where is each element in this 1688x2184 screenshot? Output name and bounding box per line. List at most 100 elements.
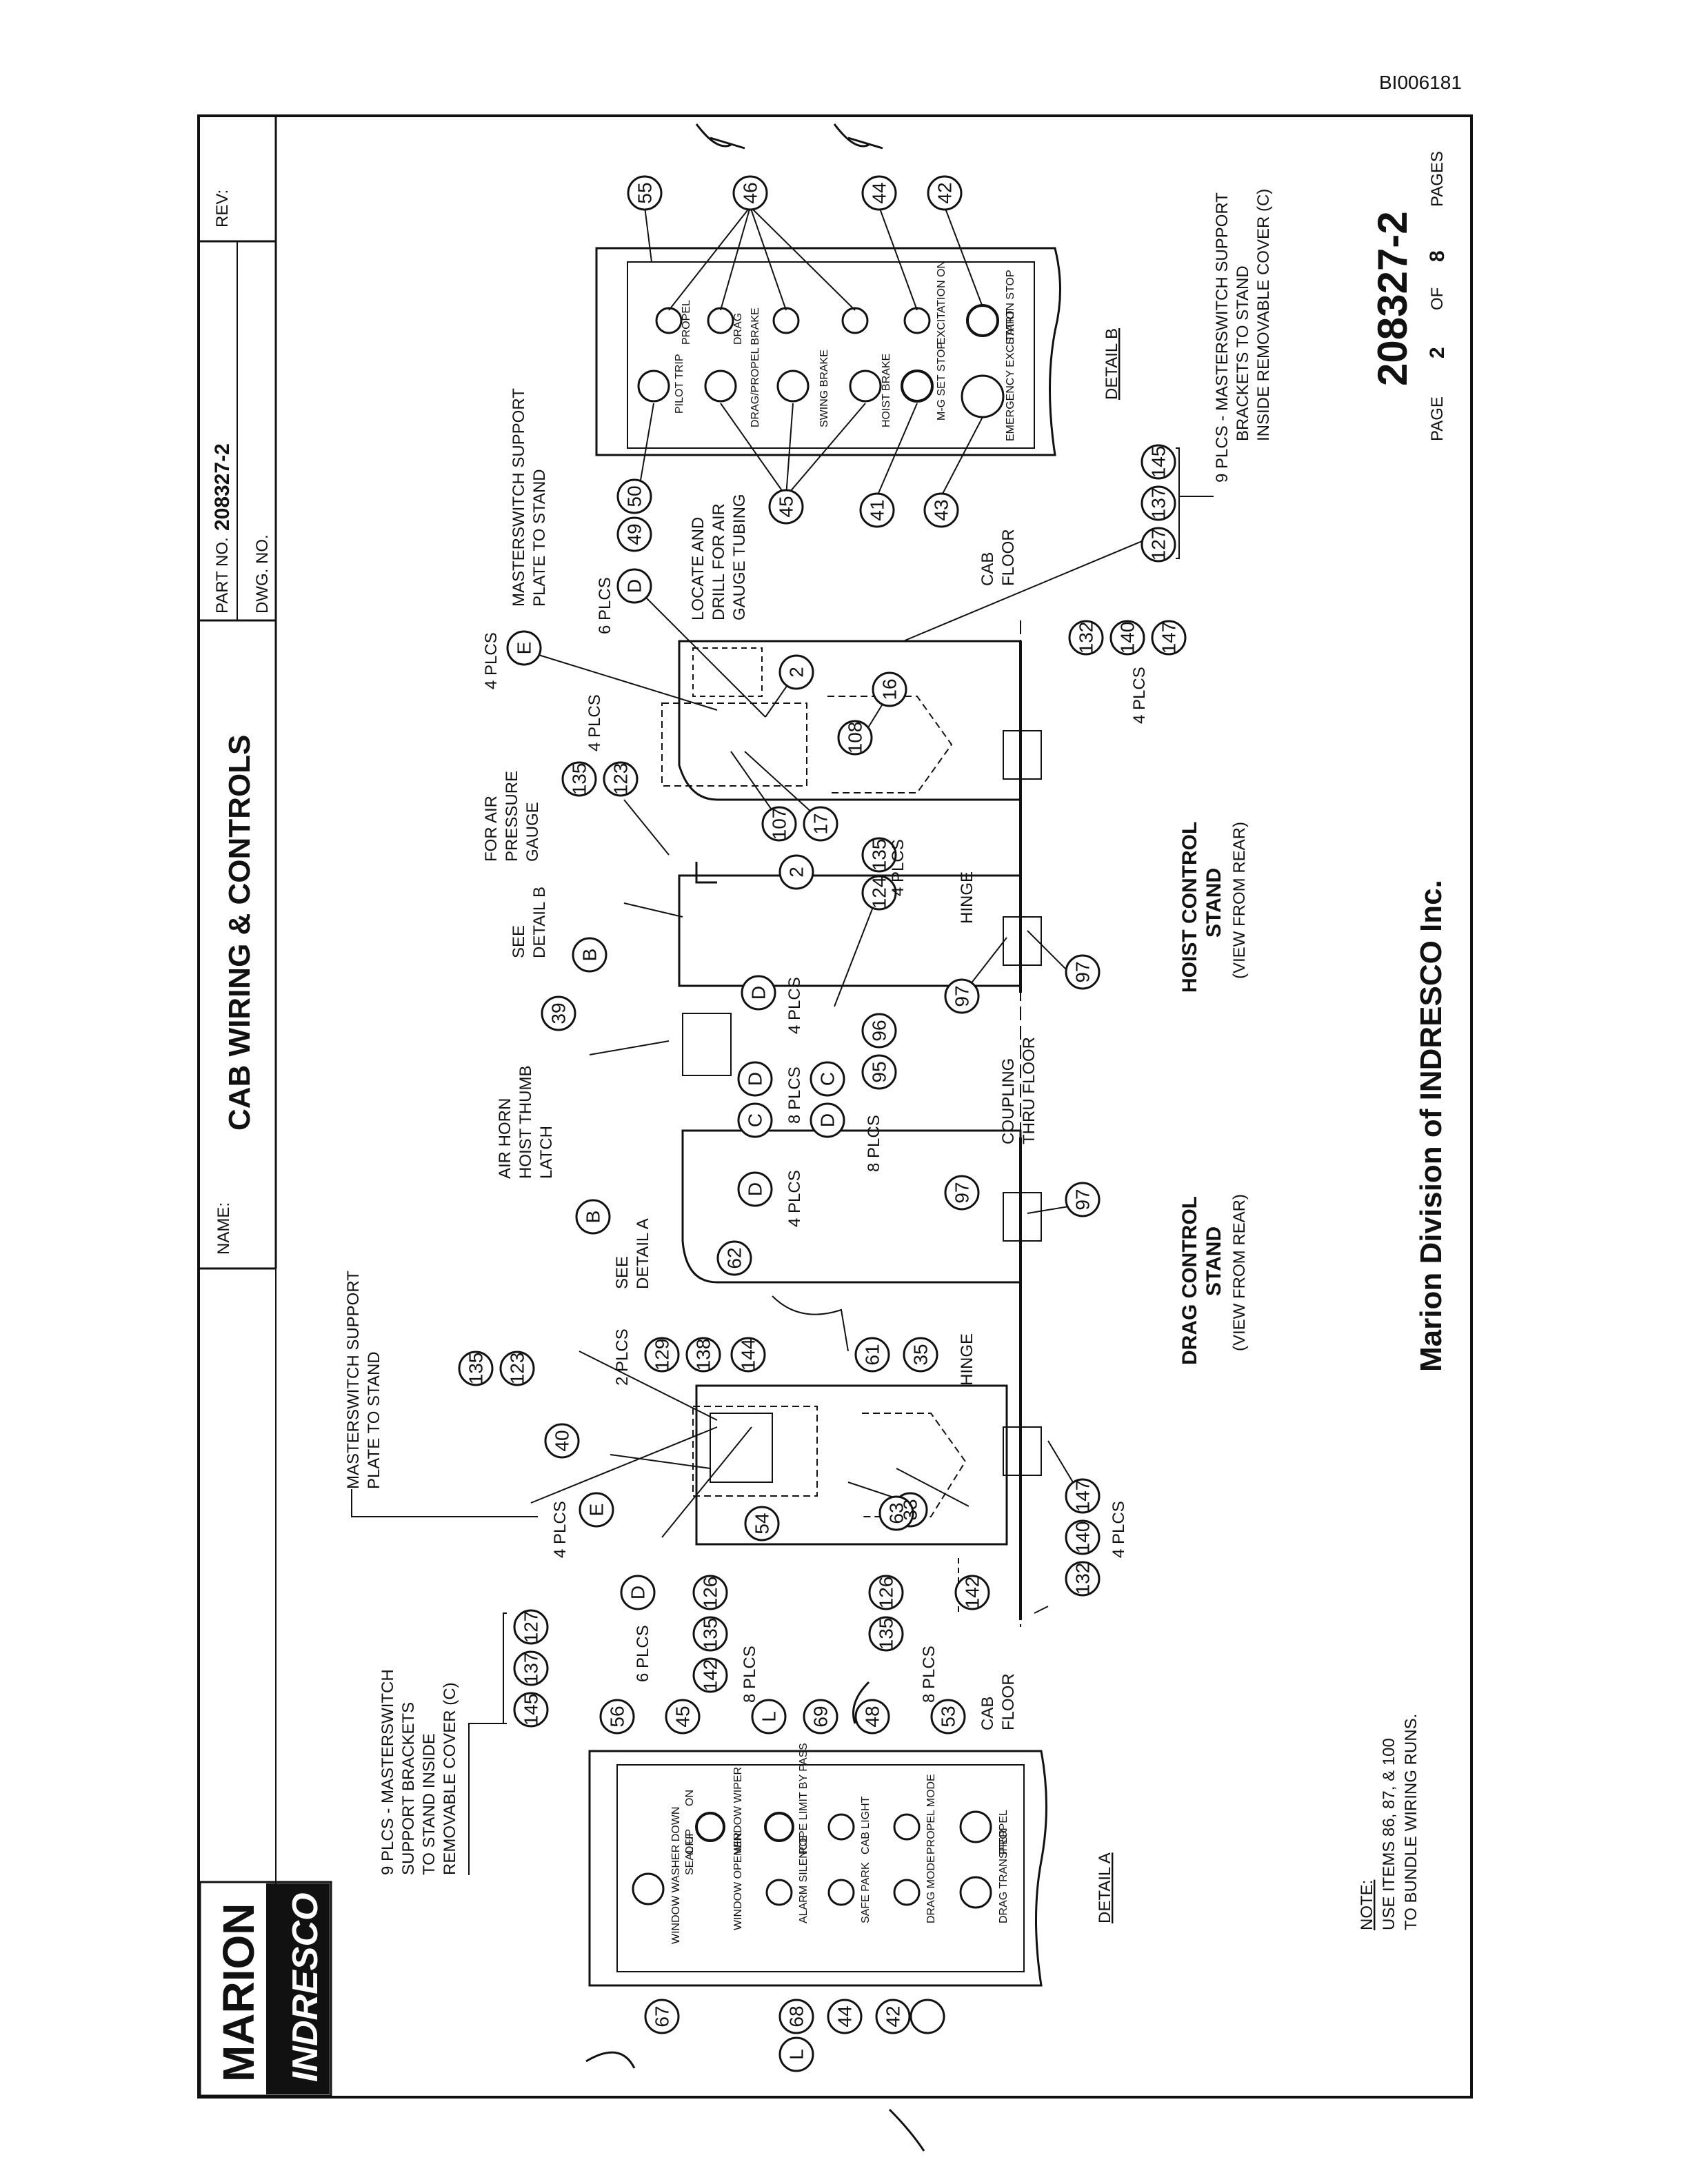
svg-text:41: 41 (867, 499, 888, 520)
svg-text:97: 97 (952, 1182, 973, 1203)
svg-text:147: 147 (1072, 1480, 1094, 1513)
dwg-no-label: DWG. NO. (253, 534, 272, 614)
svg-text:D: D (624, 579, 645, 593)
svg-text:TO STAND INSIDE: TO STAND INSIDE (420, 1733, 439, 1875)
svg-text:PROPEL MODE: PROPEL MODE (925, 1774, 937, 1854)
svg-text:OFF: OFF (684, 1832, 696, 1854)
svg-text:50: 50 (624, 485, 645, 507)
svg-text:44: 44 (869, 182, 890, 203)
svg-text:95: 95 (869, 1061, 890, 1082)
svg-text:144: 144 (738, 1339, 759, 1371)
svg-text:PLATE TO STAND: PLATE TO STAND (365, 1351, 383, 1489)
svg-text:45: 45 (672, 1706, 694, 1727)
svg-text:DETAIL A: DETAIL A (634, 1218, 652, 1289)
svg-text:DRAG CONTROL: DRAG CONTROL (1178, 1196, 1201, 1365)
svg-text:M-G SET STOP: M-G SET STOP (936, 342, 947, 421)
svg-text:START: START (1005, 310, 1016, 345)
drawing-name: CAB WIRING & CONTROLS (223, 735, 257, 1131)
svg-text:44: 44 (834, 2005, 856, 2027)
svg-text:CAB: CAB (978, 1697, 997, 1730)
svg-text:126: 126 (700, 1577, 721, 1609)
svg-text:CAB LIGHT: CAB LIGHT (860, 1796, 872, 1854)
svg-text:127: 127 (1148, 529, 1169, 561)
svg-text:42: 42 (934, 182, 956, 203)
svg-text:OF: OF (1428, 287, 1447, 310)
svg-text:SAFE PARK: SAFE PARK (860, 1862, 872, 1923)
page-indicator: PAGE 2 OF 8 PAGES (1426, 151, 1449, 441)
svg-text:63: 63 (886, 1502, 907, 1524)
svg-text:ON: ON (684, 1790, 696, 1806)
svg-text:ROPE LIMIT BY PASS: ROPE LIMIT BY PASS (798, 1743, 810, 1854)
svg-text:SUPPORT BRACKETS: SUPPORT BRACKETS (399, 1702, 418, 1875)
svg-text:97: 97 (952, 985, 973, 1007)
svg-text:138: 138 (693, 1339, 714, 1371)
svg-text:48: 48 (862, 1706, 883, 1727)
svg-text:HOIST CONTROL: HOIST CONTROL (1178, 822, 1201, 993)
svg-text:8 PLCS: 8 PLCS (785, 1066, 804, 1124)
logo-box (199, 1881, 332, 2097)
svg-text:NOTE:: NOTE: (1358, 1880, 1376, 1930)
svg-text:40: 40 (552, 1430, 573, 1451)
svg-text:132: 132 (1072, 1563, 1094, 1595)
svg-text:CAB: CAB (978, 552, 997, 586)
svg-text:68: 68 (786, 2005, 807, 2027)
svg-text:C: C (817, 1072, 838, 1086)
svg-text:6 PLCS: 6 PLCS (634, 1625, 652, 1682)
svg-text:LATCH: LATCH (537, 1126, 556, 1179)
company-name: Marion Division of INDRESCO Inc. (1414, 880, 1448, 1372)
svg-text:123: 123 (610, 763, 632, 796)
detail-b-leaders (637, 206, 983, 497)
svg-text:GAUGE TUBING: GAUGE TUBING (730, 494, 749, 620)
svg-text:DRILL FOR AIR: DRILL FOR AIR (710, 503, 728, 620)
svg-text:4 PLCS: 4 PLCS (785, 1170, 804, 1227)
rev-label: REV: (213, 190, 232, 228)
svg-text:EMERGENCY EXCITATION STOP: EMERGENCY EXCITATION STOP (1005, 270, 1016, 441)
svg-text:STAND: STAND (1203, 868, 1225, 938)
svg-text:9 PLCS - MASTERSWITCH: 9 PLCS - MASTERSWITCH (379, 1669, 397, 1875)
svg-text:MASTERSWITCH SUPPORT: MASTERSWITCH SUPPORT (344, 1271, 363, 1489)
svg-text:4 PLCS: 4 PLCS (551, 1501, 570, 1558)
detail-b-label: DETAIL B (1103, 328, 1121, 400)
svg-text:96: 96 (869, 1020, 890, 1041)
svg-text:142: 142 (700, 1659, 721, 1692)
note: NOTE: USE ITEMS 86, 87, & 100 TO BUNDLE … (1358, 1714, 1420, 1930)
svg-text:DRAG TRANSFER: DRAG TRANSFER (998, 1829, 1009, 1923)
detail-a-label: DETAIL A (1096, 1852, 1114, 1923)
svg-text:LOCATE AND: LOCATE AND (689, 517, 707, 620)
svg-text:135: 135 (465, 1353, 487, 1385)
drag-control-stand (681, 1013, 1042, 1620)
svg-text:GAUGE: GAUGE (523, 802, 542, 862)
svg-text:4 PLCS: 4 PLCS (482, 632, 501, 689)
svg-text:AIR HORN: AIR HORN (496, 1098, 514, 1179)
svg-text:16: 16 (879, 678, 901, 700)
svg-text:SWING BRAKE: SWING BRAKE (818, 350, 830, 427)
svg-text:THRU FLOOR: THRU FLOOR (1020, 1037, 1038, 1144)
svg-text:135: 135 (869, 839, 890, 871)
svg-text:D: D (817, 1113, 838, 1127)
item-numbers: 55 46 44 42 50 49 45 41 43 D E 2 16 108 … (465, 182, 1180, 2059)
svg-text:WINDOW WIPER: WINDOW WIPER (732, 1767, 744, 1854)
handwritten-marks (585, 123, 925, 2152)
svg-text:42: 42 (883, 2005, 904, 2027)
svg-text:61: 61 (862, 1344, 883, 1365)
svg-text:4 PLCS: 4 PLCS (785, 977, 804, 1034)
svg-text:43: 43 (931, 499, 952, 520)
svg-text:53: 53 (938, 1706, 959, 1727)
svg-text:USE ITEMS 86, 87, & 100: USE ITEMS 86, 87, & 100 (1380, 1738, 1398, 1930)
svg-text:45: 45 (776, 496, 797, 517)
svg-text:SEAL UP: SEAL UP (684, 1829, 696, 1875)
bracket-lines (351, 447, 1214, 1875)
svg-text:129: 129 (652, 1339, 673, 1371)
svg-text:DRAG/PROPEL BRAKE: DRAG/PROPEL BRAKE (750, 307, 761, 427)
svg-text:8: 8 (1426, 250, 1449, 262)
svg-text:2 PLCS: 2 PLCS (613, 1328, 632, 1386)
svg-text:54: 54 (752, 1513, 773, 1534)
drawing-number: 208327-2 (1369, 211, 1416, 386)
svg-text:D: D (627, 1586, 649, 1599)
svg-text:WINDOW OPENER: WINDOW OPENER (732, 1832, 744, 1930)
svg-text:4 PLCS: 4 PLCS (889, 839, 907, 896)
svg-text:L: L (786, 2049, 807, 2060)
svg-text:137: 137 (1148, 487, 1169, 520)
svg-text:FLOOR: FLOOR (999, 1673, 1018, 1730)
svg-text:107: 107 (769, 808, 790, 840)
